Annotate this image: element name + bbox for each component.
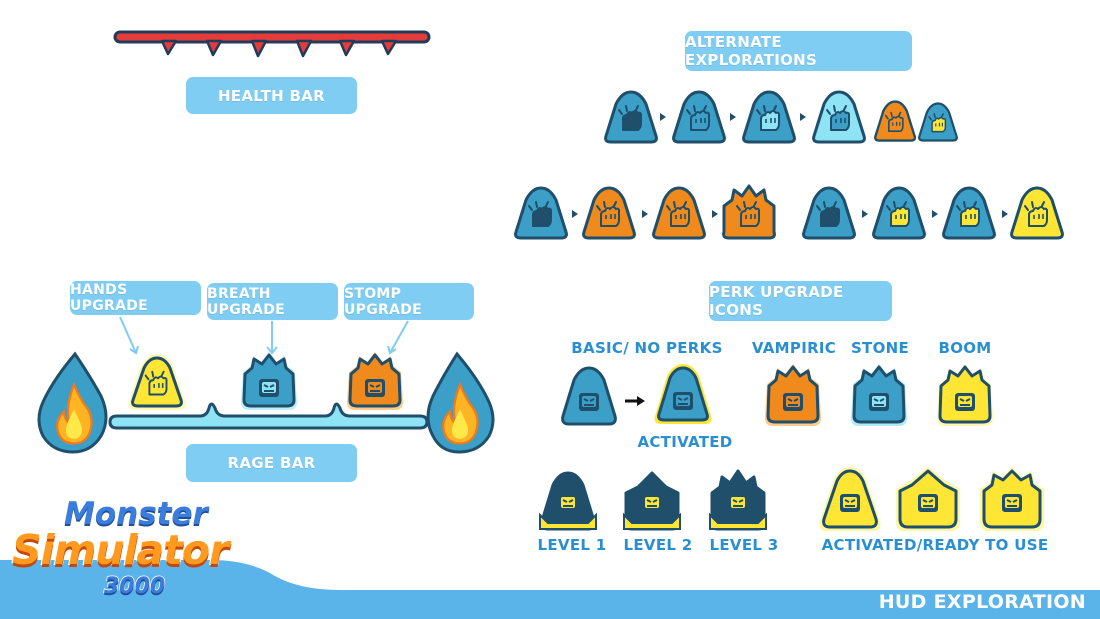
- vampiric-label: VAMPIRIC: [751, 339, 837, 357]
- arrow-icon: [1002, 210, 1008, 218]
- basic-no-perks-label: BASIC/ NO PERKS: [571, 339, 723, 357]
- level-1-label: LEVEL 1: [537, 536, 607, 554]
- level-3-icon: [709, 469, 767, 531]
- hud-exploration-title: HUD EXPLORATION: [878, 591, 1086, 613]
- breath-upgrade-icon: [241, 352, 297, 410]
- health-bar-label: HEALTH BAR: [186, 77, 357, 114]
- exploration-icon-orange: [874, 100, 917, 142]
- arrow-icon: [642, 210, 648, 218]
- activated-label: ACTIVATED: [637, 433, 733, 451]
- game-logo: Monster Simulator 3000: [11, 495, 252, 606]
- logo-3000: 3000: [103, 573, 166, 600]
- exploration-icon: [514, 186, 568, 240]
- arrow-right-icon: [625, 396, 645, 406]
- exploration-icon: [742, 90, 796, 144]
- activated-perk-icon: [654, 364, 712, 424]
- arrow-icon: [660, 113, 666, 121]
- hands-upgrade-label: HANDS UPGRADE: [70, 281, 201, 315]
- footer-band: [0, 560, 1100, 619]
- left-flame-icon: [37, 351, 108, 454]
- exploration-icon-orange-spiky: [722, 184, 776, 240]
- activated-level-1-icon: [819, 467, 881, 531]
- boom-label: BOOM: [938, 339, 992, 357]
- right-flame-icon: [426, 351, 495, 454]
- exploration-icon: [802, 186, 856, 240]
- exploration-icon-orange: [582, 186, 636, 240]
- breath-upgrade-label: BREATH UPGRADE: [207, 283, 338, 320]
- health-bar: [113, 30, 431, 58]
- exploration-icon-yellow-full: [1010, 186, 1064, 240]
- perk-levels-row: [539, 467, 1044, 531]
- level-1-icon: [539, 471, 597, 531]
- rage-bar-label: RAGE BAR: [186, 444, 357, 482]
- activated-ready-label: ACTIVATED/READY TO USE: [821, 536, 1049, 554]
- stomp-upgrade-icon: [347, 352, 403, 410]
- arrow-icon: [572, 210, 578, 218]
- alternate-explorations-label: ALTERNATE EXPLORATIONS: [685, 31, 912, 71]
- exploration-icon-orange: [652, 186, 706, 240]
- activated-level-3-icon: [980, 467, 1044, 531]
- activated-level-2-icon: [896, 467, 960, 531]
- stone-label: STONE: [850, 339, 910, 357]
- exploration-icon: [672, 90, 726, 144]
- exploration-icon-yellow: [872, 186, 926, 240]
- arrow-icon: [862, 210, 868, 218]
- level-2-icon: [623, 471, 681, 531]
- basic-perk-icon: [561, 366, 617, 426]
- exploration-row-1: [604, 90, 958, 144]
- perk-types-row: [561, 364, 993, 426]
- rage-bar: [37, 351, 495, 454]
- level-2-label: LEVEL 2: [623, 536, 693, 554]
- arrow-icon: [932, 210, 938, 218]
- perk-upgrade-icons-label: PERK UPGRADE ICONS: [709, 281, 892, 321]
- exploration-icon: [604, 90, 658, 144]
- stone-perk-icon: [851, 364, 907, 426]
- exploration-row-2: [514, 184, 1064, 240]
- arrow-icon: [800, 113, 806, 121]
- level-3-label: LEVEL 3: [709, 536, 779, 554]
- stomp-upgrade-label: STOMP UPGRADE: [344, 283, 474, 320]
- arrow-icon: [712, 210, 718, 218]
- logo-monster: Monster: [63, 495, 209, 533]
- vampiric-perk-icon: [765, 364, 821, 426]
- exploration-icon-yellow: [942, 186, 996, 240]
- exploration-icon: [812, 90, 866, 144]
- logo-simulator: Simulator: [11, 525, 230, 575]
- hands-upgrade-icon: [128, 354, 186, 410]
- boom-perk-icon: [937, 364, 993, 426]
- arrow-icon: [730, 113, 736, 121]
- exploration-icon-yellow: [918, 102, 958, 142]
- upgrade-pointers: [119, 316, 409, 355]
